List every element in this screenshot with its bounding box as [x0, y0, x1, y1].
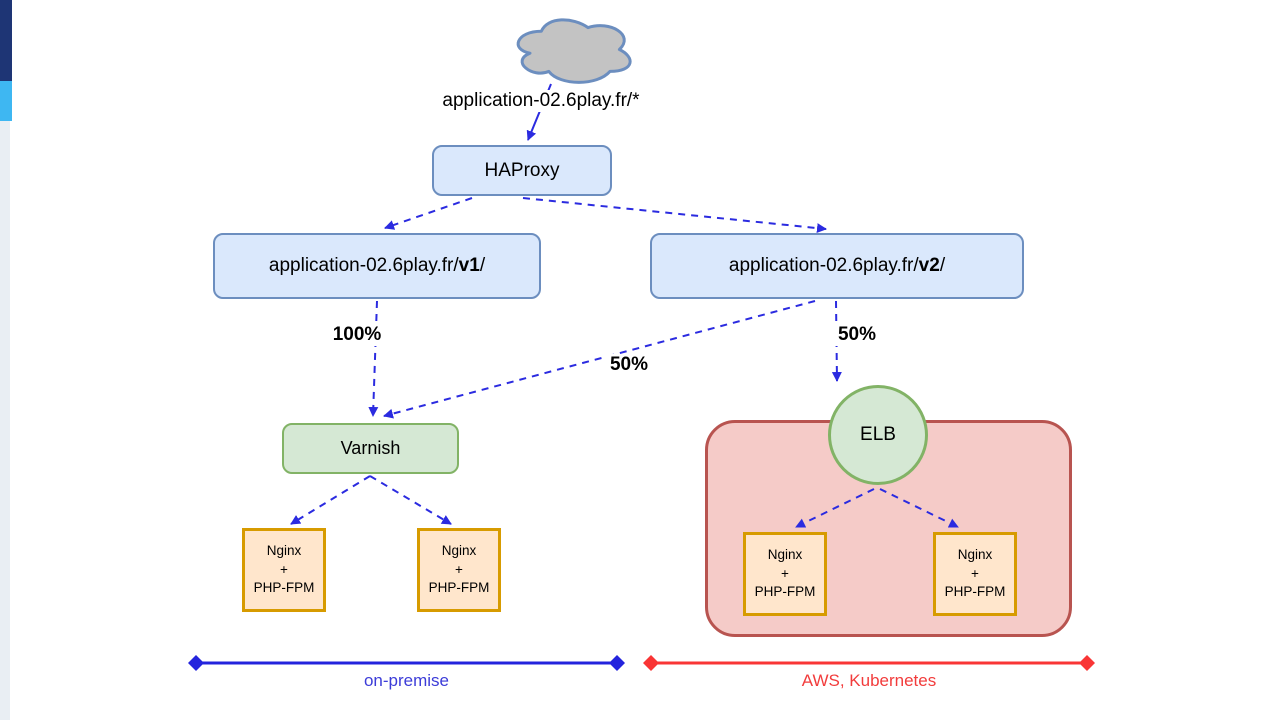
weight-label-50-varnish: 50%	[606, 354, 652, 376]
varnish-node: Varnish	[282, 423, 459, 474]
zone-diamond-aws-left	[643, 655, 659, 671]
route-v1-node: application-02.6play.fr/v1/	[213, 233, 541, 299]
sidebar-accent-cyan	[0, 81, 12, 121]
zone-diamond-onprem-left	[188, 655, 204, 671]
zone-label-on-premise: on-premise	[363, 671, 450, 690]
edge-haproxy-v1	[384, 197, 473, 230]
edge-v2-varnish	[383, 300, 816, 419]
edge-v1-varnish	[368, 300, 379, 417]
edge-varnish-nginx1	[290, 475, 371, 525]
nginx-phpfpm-node-onprem-1: Nginx + PHP-FPM	[242, 528, 326, 612]
nginx-phpfpm-node-aws-1: Nginx + PHP-FPM	[743, 532, 827, 616]
route-v2-node: application-02.6play.fr/v2/	[650, 233, 1024, 299]
varnish-label: Varnish	[340, 438, 401, 458]
sidebar-accent-navy	[0, 0, 12, 81]
elb-node: ELB	[828, 385, 928, 485]
nginx-phpfpm-node-aws-2: Nginx + PHP-FPM	[933, 532, 1017, 616]
zone-label-aws-kubernetes: AWS, Kubernetes	[801, 671, 937, 690]
internet-cloud-icon	[510, 13, 635, 86]
elb-label: ELB	[860, 424, 896, 445]
route-v1-label: application-02.6play.fr/v1/	[268, 255, 486, 276]
zone-diamond-onprem-right	[609, 655, 625, 671]
weight-label-100: 100%	[329, 324, 385, 346]
route-v2-label: application-02.6play.fr/v2/	[728, 255, 946, 276]
weight-label-50-elb: 50%	[834, 324, 880, 346]
haproxy-label: HAProxy	[484, 159, 560, 181]
nginx-phpfpm-node-onprem-2: Nginx + PHP-FPM	[417, 528, 501, 612]
cloud-url-label: application-02.6play.fr/*	[439, 90, 643, 112]
haproxy-node: HAProxy	[432, 145, 612, 196]
sidebar-accent-gray	[0, 121, 10, 720]
edge-haproxy-v2	[522, 197, 827, 234]
zone-diamond-aws-right	[1079, 655, 1095, 671]
edge-varnish-nginx2	[369, 475, 452, 525]
